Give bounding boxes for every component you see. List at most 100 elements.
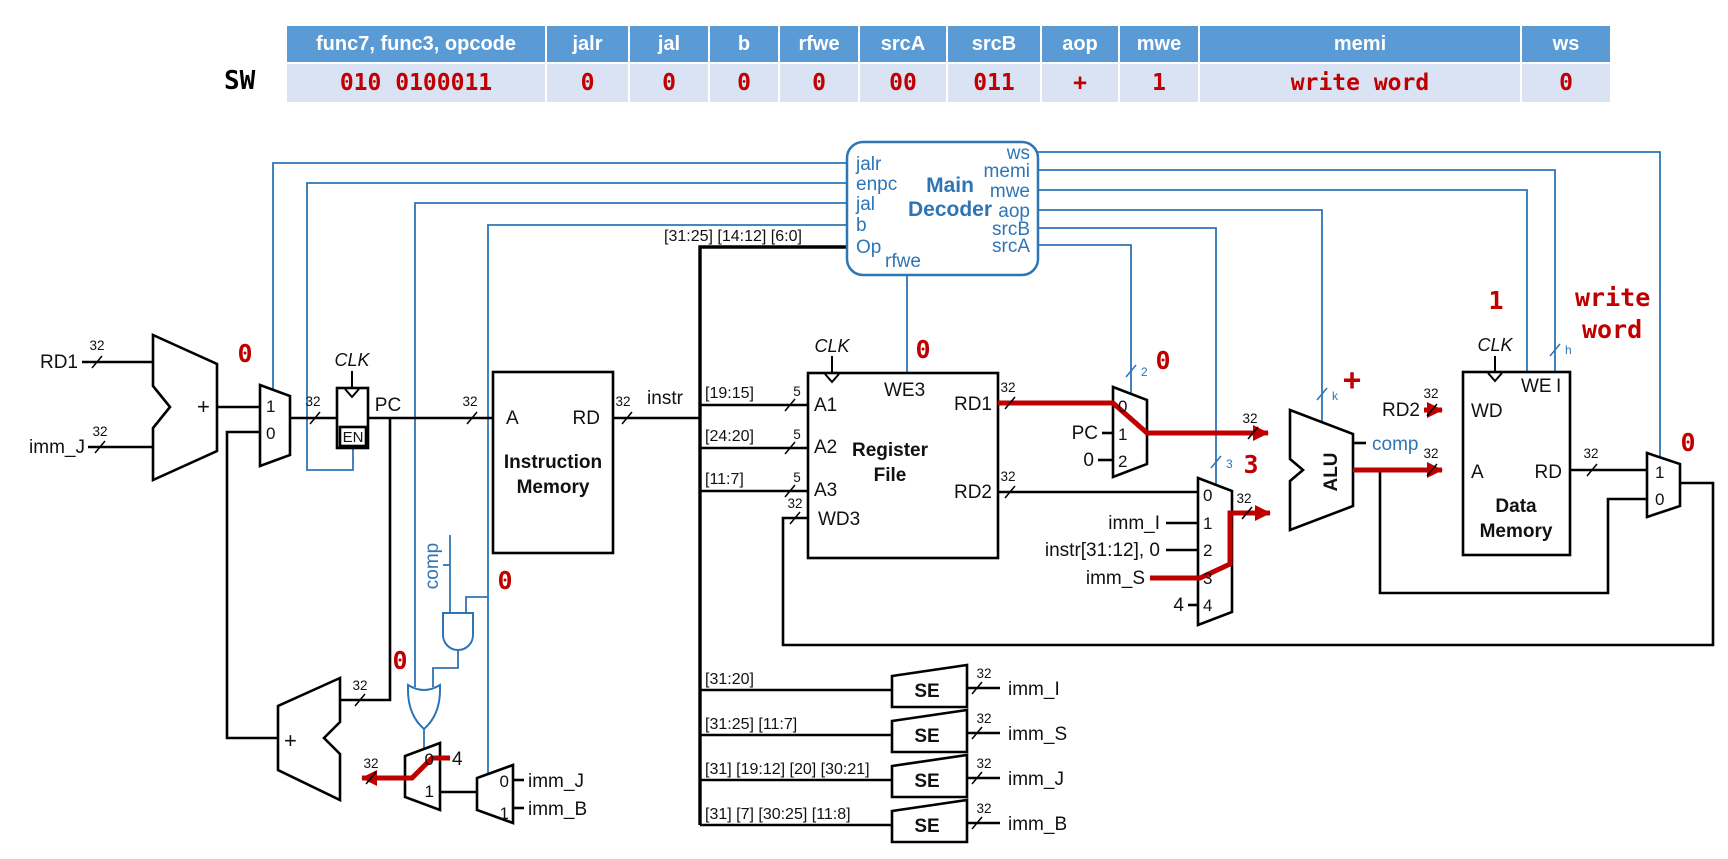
- dm-i-port: I: [1556, 376, 1561, 397]
- dm-name-2: Memory: [1480, 521, 1553, 542]
- rf-a2-port: A2: [814, 437, 837, 458]
- width-5: 5: [793, 427, 801, 442]
- width-32: 32: [89, 338, 104, 353]
- se1-label: SE: [914, 681, 939, 702]
- red-rd1-to-alu: [998, 400, 1269, 441]
- rd2-stub-label: RD2: [1382, 400, 1420, 421]
- dm-clk-label: CLK: [1477, 335, 1513, 355]
- im-a-port: A: [506, 408, 519, 429]
- se2-label: SE: [914, 726, 939, 747]
- dm-name-1: Data: [1495, 496, 1537, 517]
- width-32: 32: [976, 756, 991, 771]
- decoder-in-enpc: enpc: [856, 174, 897, 195]
- bus-width-slashes: [91, 343, 1598, 830]
- components: [151, 332, 1682, 844]
- pcplusmux-in1: 1: [425, 782, 434, 801]
- rf-clock-wedge: [824, 373, 840, 384]
- slash-32: [94, 440, 106, 454]
- width-32: 32: [976, 666, 991, 681]
- col-jal: jal: [630, 26, 708, 62]
- col-mwe: mwe: [1120, 26, 1198, 62]
- wire-branchadder-out-loop: [225, 430, 278, 740]
- pc-stub-label: PC: [1072, 423, 1098, 444]
- red-four-to-adder: [361, 755, 450, 786]
- wire-b-and-branch: [465, 596, 488, 612]
- ann-ws: 0: [1680, 428, 1695, 457]
- val-srca: 00: [860, 64, 946, 102]
- srcbmux-in4: 4: [1203, 596, 1212, 615]
- rf-name-2: File: [874, 465, 907, 486]
- register-file: [806, 371, 1000, 560]
- rf-name-1: Register: [852, 440, 929, 461]
- decoder-out-ws: ws: [1006, 143, 1030, 164]
- srcamux-in1: 1: [1118, 425, 1127, 444]
- instrimm-stub-label: instr[31:12], 0: [1045, 540, 1160, 561]
- immj2-stub-label: imm_J: [528, 771, 584, 792]
- alu: [1288, 408, 1355, 532]
- width-32: 32: [1583, 446, 1598, 461]
- width-32: 32: [1236, 491, 1251, 506]
- a2-bits-label: [24:20]: [705, 428, 754, 445]
- four-stub-label: 4: [1173, 595, 1184, 616]
- slash-aop: [1316, 387, 1328, 401]
- srcbmux-in0: 0: [1203, 486, 1212, 505]
- width-32: 32: [92, 424, 107, 439]
- width-32: 32: [1000, 380, 1015, 395]
- rf-we3-port: WE3: [884, 380, 925, 401]
- val-rfwe: 0: [780, 64, 858, 102]
- branchimm-mux: [475, 763, 515, 825]
- dm-clock-wedge: [1487, 372, 1503, 383]
- width-32: 32: [976, 711, 991, 726]
- decoder-in-op: Op: [856, 237, 881, 258]
- wire-aop: [1038, 209, 1323, 422]
- signal-value-annotations: 0 0 0 3 + 1 write word 0 0 0: [237, 283, 1695, 675]
- se-immb: [890, 798, 969, 844]
- slash-32: [1426, 403, 1438, 417]
- dm-a-port: A: [1471, 462, 1484, 483]
- table-header-row: func7, func3, opcode jalr jal b rfwe src…: [287, 26, 1610, 62]
- rf-rd2-port: RD2: [954, 482, 992, 503]
- table-value-row: 010 0100011 0 0 0 0 00 011 + 1 write wor…: [287, 64, 1610, 102]
- branchimmux-in1: 1: [500, 804, 509, 823]
- red-imms-to-alu: [1150, 505, 1271, 581]
- decoder-in-jalr: jalr: [855, 154, 882, 175]
- dm-wd-port: WD: [1471, 401, 1503, 422]
- width-32: 32: [352, 678, 367, 693]
- val-aop: +: [1042, 64, 1118, 102]
- decoder-out-srca: srcA: [992, 236, 1030, 257]
- ann-srcb: 3: [1243, 450, 1258, 479]
- col-rfwe: rfwe: [780, 26, 858, 62]
- immj-out-label: imm_J: [1008, 769, 1064, 790]
- imms-stub-label: imm_S: [1086, 568, 1145, 589]
- decoder-out-srcb: srcB: [992, 219, 1030, 240]
- srcbmux-in1: 1: [1203, 514, 1212, 533]
- wire-writeback-to-wd3: [781, 481, 1715, 647]
- op-bits-label: [31:25] [14:12] [6:0]: [664, 228, 802, 245]
- width-32: 32: [1423, 386, 1438, 401]
- rd1-stub-label: RD1: [40, 352, 78, 373]
- wire-instr-bus: [698, 245, 847, 825]
- col-aop: aop: [1042, 26, 1118, 62]
- pcplusmux-in0: 0: [425, 750, 434, 769]
- pc-clk-label: CLK: [334, 350, 370, 370]
- ws-mux: [1645, 451, 1682, 519]
- ann-memi-2: word: [1582, 315, 1642, 344]
- branch-adder-plus: +: [284, 728, 297, 753]
- aop-sel-width: k: [1332, 389, 1339, 403]
- instruction-row-label: SW: [224, 66, 256, 96]
- slash-32: [309, 411, 321, 425]
- width-32: 32: [462, 394, 477, 409]
- slash-32: [1241, 506, 1253, 520]
- ann-jalr: 0: [237, 339, 252, 368]
- slash-32: [789, 511, 801, 525]
- decoder-out-rfwe: rfwe: [885, 251, 921, 272]
- col-memi: memi: [1200, 26, 1520, 62]
- instruction-memory: [491, 370, 615, 555]
- slash-32: [971, 771, 983, 785]
- wire-jal: [414, 202, 847, 687]
- width-32: 32: [976, 801, 991, 816]
- decoder-name-2: Decoder: [908, 198, 992, 221]
- slash-32: [971, 681, 983, 695]
- immb-stub-label: imm_B: [528, 799, 587, 820]
- slash-srcb-sel: [1210, 455, 1222, 469]
